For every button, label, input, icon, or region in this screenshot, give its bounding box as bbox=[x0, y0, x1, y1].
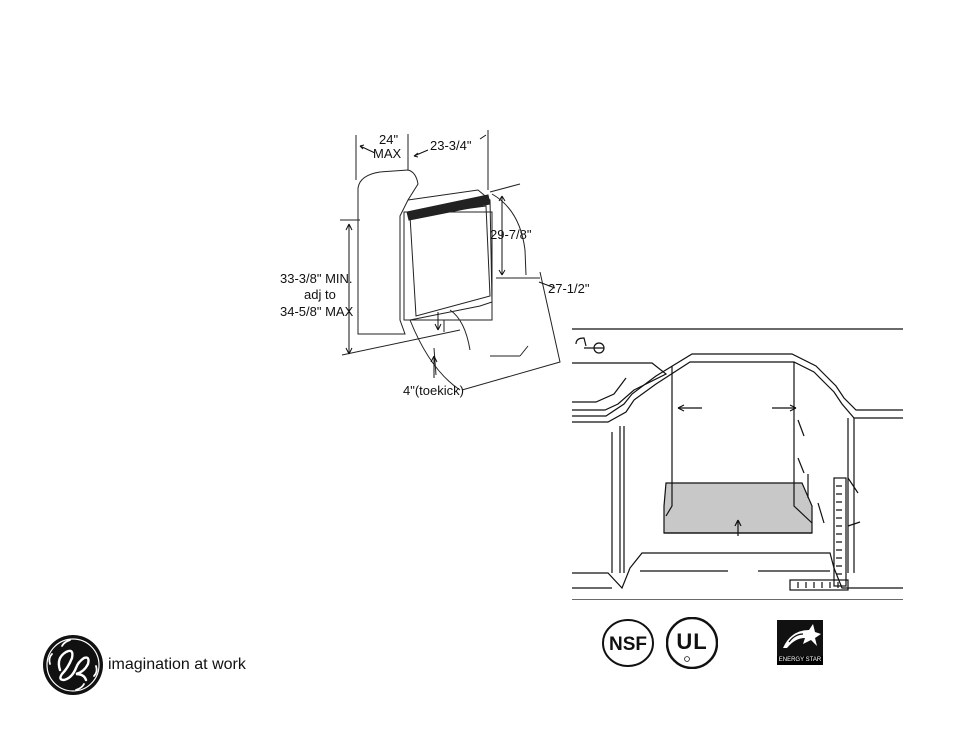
height-min-label: 33-3/8" MIN. bbox=[280, 272, 353, 286]
brand-tagline: imagination at work bbox=[108, 656, 246, 674]
width-max-suffix: MAX bbox=[373, 146, 401, 161]
ge-logo bbox=[42, 634, 104, 696]
cutout-outline bbox=[572, 328, 903, 600]
toekick-label: 4"(toekick) bbox=[403, 384, 464, 398]
height-max-label: 34-5/8" MAX bbox=[280, 305, 353, 319]
energy-star-icon bbox=[777, 620, 823, 656]
nsf-certification-logo: NSF bbox=[602, 619, 654, 667]
dishwasher-outline bbox=[280, 120, 610, 410]
nsf-icon: NSF bbox=[602, 619, 654, 667]
ul-icon: UL bbox=[666, 617, 718, 669]
door-height-label: 29-7/8" bbox=[490, 228, 531, 242]
dishwasher-dimension-drawing: 24" MAX 23-3/4" 29-7/8" 27-1/2" 33-3/8" … bbox=[280, 120, 610, 410]
nsf-mark-text: NSF bbox=[609, 634, 647, 655]
ul-certification-logo: UL bbox=[666, 617, 718, 669]
ul-mark-text: UL bbox=[676, 629, 707, 654]
door-open-depth-label: 27-1/2" bbox=[548, 282, 589, 296]
ge-monogram-icon bbox=[42, 634, 104, 696]
cabinet-cutout-drawing bbox=[572, 328, 903, 600]
width-max-value: 24" bbox=[379, 132, 398, 147]
width-max-label: 24" MAX bbox=[376, 133, 401, 161]
height-adj-label: adj to bbox=[304, 288, 336, 302]
energy-star-caption: ENERGY STAR bbox=[777, 656, 823, 665]
depth-label: 23-3/4" bbox=[430, 139, 471, 153]
